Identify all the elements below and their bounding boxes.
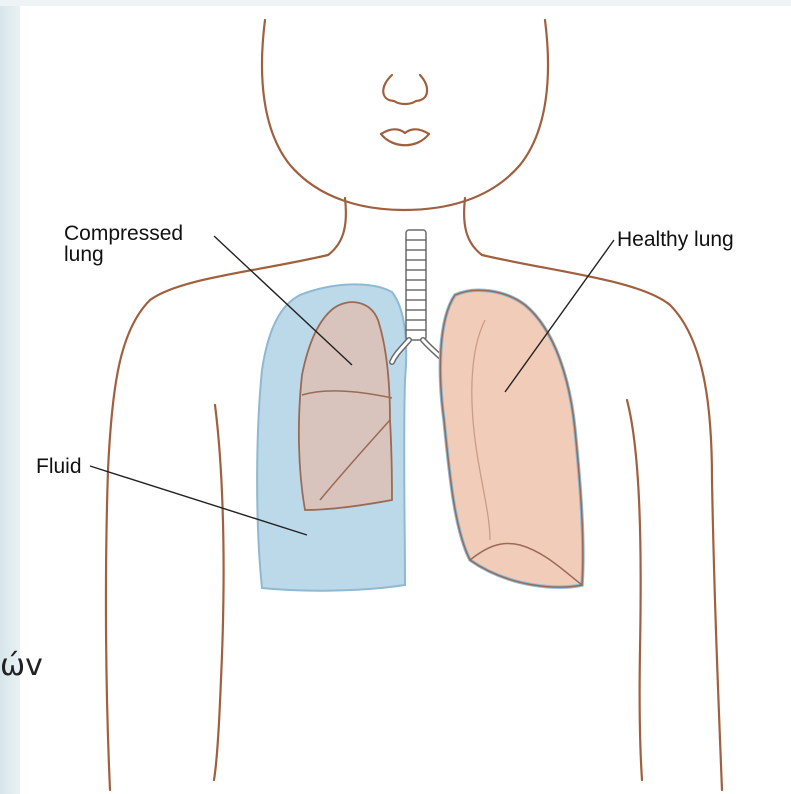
healthy-lung bbox=[440, 290, 583, 587]
label-compressed-lung: Compressed lung bbox=[64, 223, 183, 265]
head-outline bbox=[262, 20, 548, 210]
overlay-text-fragment: ώv bbox=[0, 651, 43, 681]
right-inner-arm bbox=[627, 400, 642, 780]
lower-lip bbox=[381, 134, 429, 145]
label-fluid: Fluid bbox=[36, 456, 82, 477]
left-neck bbox=[328, 198, 346, 255]
label-healthy-lung: Healthy lung bbox=[617, 229, 734, 250]
upper-lip bbox=[381, 129, 429, 134]
right-neck bbox=[464, 198, 482, 255]
left-inner-arm bbox=[214, 405, 224, 780]
body-outline bbox=[106, 20, 722, 790]
nose bbox=[383, 75, 427, 104]
